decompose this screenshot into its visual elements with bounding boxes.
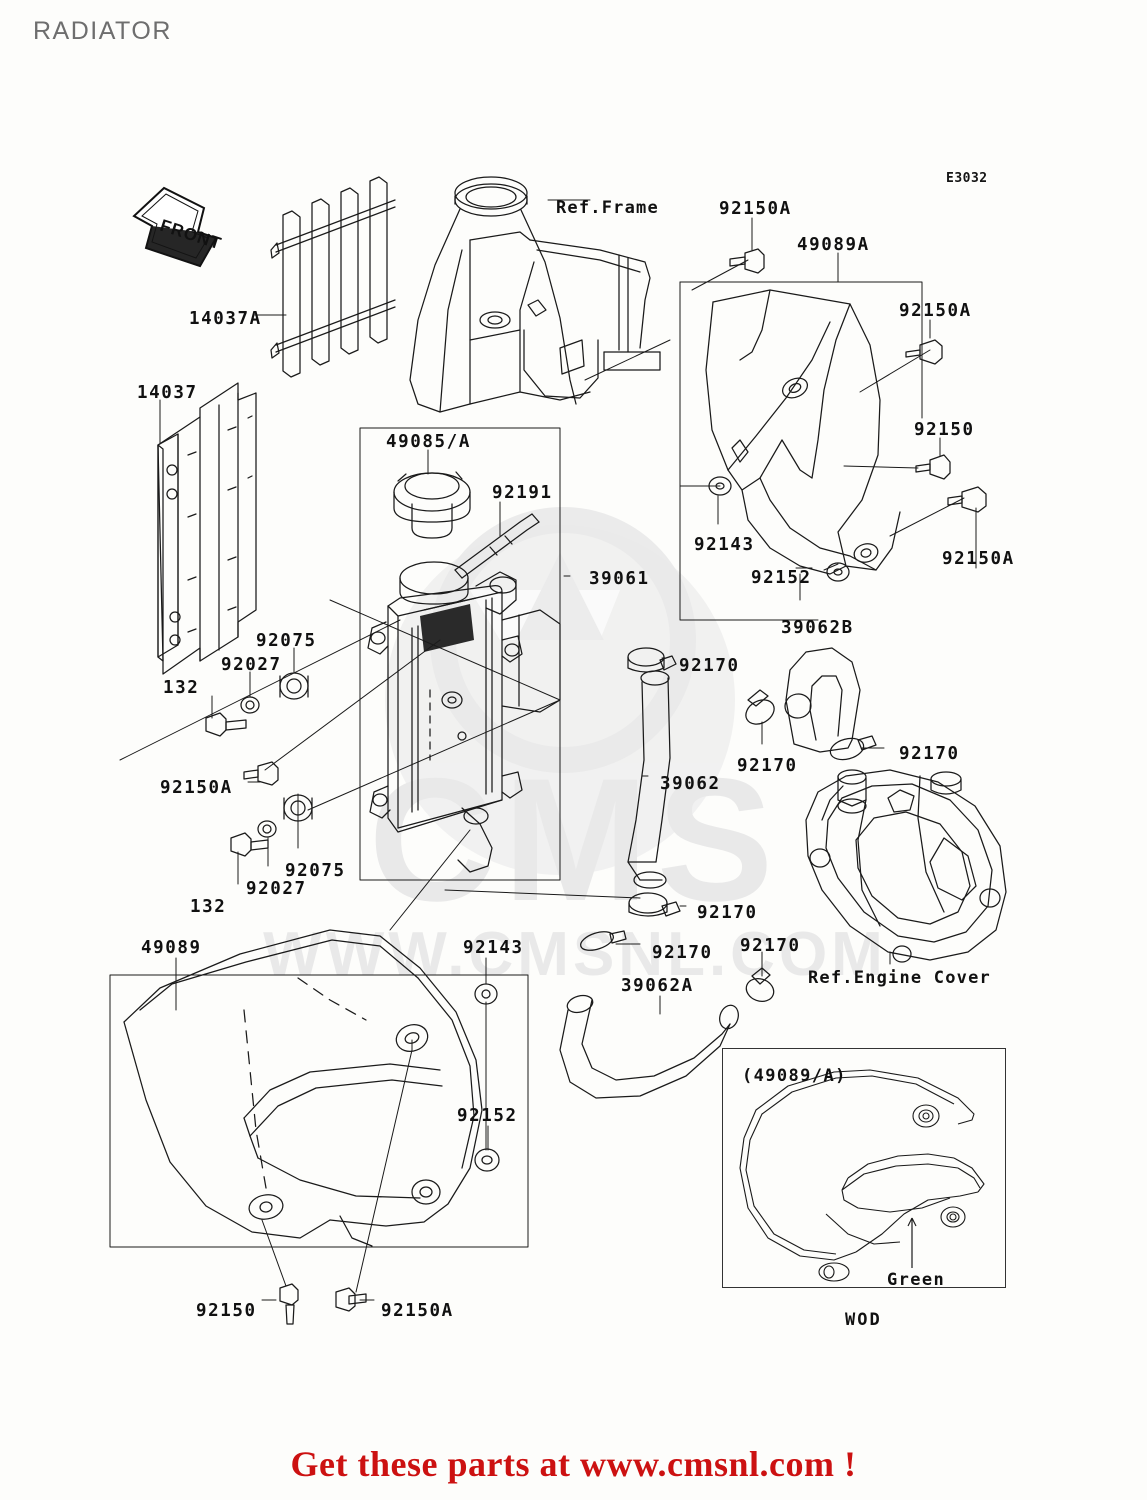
part-39061-radiator (367, 561, 561, 873)
callout-92152-c08[interactable]: 92152 (751, 568, 812, 588)
callout-49089A-c04[interactable]: 49089A (797, 235, 870, 255)
inset-model-code: WOD (845, 1310, 882, 1330)
callout-92143-c07[interactable]: 92143 (694, 535, 755, 555)
figure-code: E3032 (946, 171, 988, 186)
callout-92150A-c17[interactable]: 92150A (160, 778, 233, 798)
clamp-92170-b (745, 689, 775, 725)
callout-92150A-c33[interactable]: 92150A (381, 1301, 454, 1321)
callout-39062A-c30[interactable]: 39062A (621, 976, 694, 996)
callout-14037-c02[interactable]: 14037 (137, 383, 198, 403)
callout-92075-c22[interactable]: 92075 (285, 861, 346, 881)
callout-132-c16[interactable]: 132 (163, 678, 200, 698)
part-49089A-shroud (705, 289, 901, 575)
group-box-49085A (359, 427, 561, 881)
clamp-92170-a (627, 647, 677, 673)
part-14037-guard (157, 382, 257, 675)
part-92191-tube (454, 513, 540, 579)
part-49089-shroud (123, 929, 483, 1247)
bolt-92150-bottom (279, 1283, 299, 1325)
group-box-49089A (679, 281, 923, 621)
part-49085A-radiator-cap (393, 471, 471, 539)
clamp-92170-c (829, 735, 877, 761)
clamp-92170-d (628, 892, 681, 917)
callout-14037A-c01[interactable]: 14037A (189, 309, 262, 329)
ref-frame-label[interactable]: Ref.Frame (556, 198, 659, 218)
collar-92152-lower (474, 1148, 500, 1172)
front-arrow-icon: FRONT (132, 186, 222, 268)
callout-92150-c32[interactable]: 92150 (196, 1301, 257, 1321)
bolt-92150A-bottom (335, 1287, 367, 1312)
callout-49089-c29[interactable]: 49089 (141, 938, 202, 958)
callout-39061-c13[interactable]: 39061 (589, 569, 650, 589)
inset-box-49089A (722, 1048, 1006, 1288)
fastener-cluster-right (708, 339, 987, 582)
collar-92143-lower (474, 983, 498, 1005)
callout-92150A-c03[interactable]: 92150A (719, 199, 792, 219)
clamp-92170-e (580, 930, 627, 951)
ref-frame-structure (409, 176, 661, 413)
callout-92191-c12[interactable]: 92191 (492, 483, 553, 503)
fastener-cluster-left-lower (230, 761, 313, 857)
inset-shroud-drawing (739, 1069, 985, 1282)
callout-92075-c14[interactable]: 92075 (256, 631, 317, 651)
callout-132-c24[interactable]: 132 (190, 897, 227, 917)
callout-92143-c28[interactable]: 92143 (463, 938, 524, 958)
inset-title: (49089/A) (742, 1066, 847, 1086)
leader-lines (119, 199, 977, 1301)
callout-92170-c18[interactable]: 92170 (679, 656, 740, 676)
callout-39062B-c10[interactable]: 39062B (781, 618, 854, 638)
clamp-92170-f (745, 967, 775, 1003)
part-39062B-elbow (784, 647, 861, 753)
callout-92170-c19[interactable]: 92170 (737, 756, 798, 776)
callout-92027-c23[interactable]: 92027 (246, 879, 307, 899)
part-39062A-hose (559, 994, 739, 1099)
callout-49085A-c11[interactable]: 49085/A (386, 432, 471, 452)
ref-engine-cover-label[interactable]: Ref.Engine Cover (808, 968, 991, 988)
part-14037A-louvers (270, 176, 396, 378)
fastener-cluster-left-upper (205, 672, 309, 737)
inset-color-note: Green (887, 1270, 946, 1290)
part-39062-hose (627, 670, 671, 889)
ref-engine-cover (805, 769, 1007, 963)
bolt-92150A-top (729, 248, 765, 274)
callout-92170-c20[interactable]: 92170 (899, 744, 960, 764)
callout-92170-c25[interactable]: 92170 (697, 903, 758, 923)
callout-92027-c15[interactable]: 92027 (221, 655, 282, 675)
callout-92150-c06[interactable]: 92150 (914, 420, 975, 440)
callout-92150A-c05[interactable]: 92150A (899, 301, 972, 321)
group-box-49089 (109, 974, 529, 1248)
page-title: RADIATOR (33, 17, 172, 45)
footer-promo: Get these parts at www.cmsnl.com ! (290, 1444, 857, 1484)
callout-92152-c31[interactable]: 92152 (457, 1106, 518, 1126)
callout-92150A-c09[interactable]: 92150A (942, 549, 1015, 569)
callout-39062-c21[interactable]: 39062 (660, 774, 721, 794)
callout-92170-c26[interactable]: 92170 (652, 943, 713, 963)
callout-92170-c27[interactable]: 92170 (740, 936, 801, 956)
